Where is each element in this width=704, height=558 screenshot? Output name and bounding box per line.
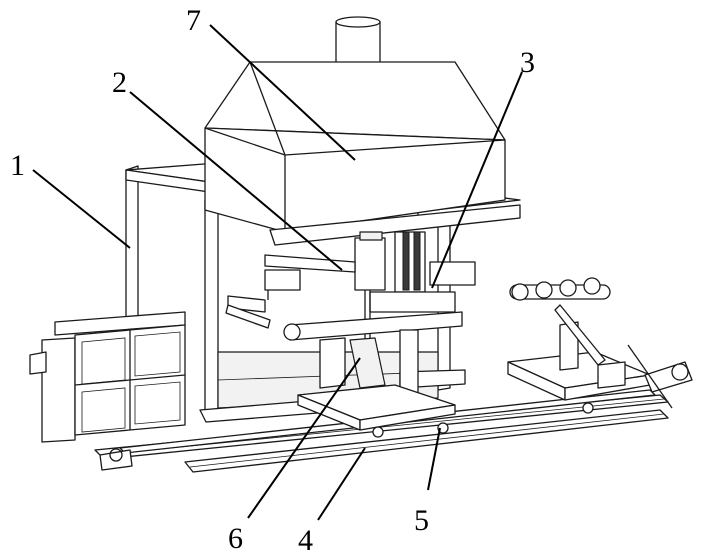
- cart-right: [507, 277, 693, 414]
- callout-7: 7: [186, 4, 201, 37]
- side-arms: [225, 254, 356, 329]
- callout-labels: 1 2 3 4 5 6 7: [10, 4, 535, 557]
- cart-main: [297, 384, 456, 438]
- callout-5: 5: [414, 504, 429, 537]
- rotator: [283, 311, 463, 403]
- callout-6: 6: [228, 522, 243, 555]
- leader-lines: [32, 24, 523, 521]
- callout-3: 3: [520, 46, 535, 79]
- callout-2: 2: [112, 66, 127, 99]
- exhaust-hood: [204, 16, 521, 246]
- callout-4: 4: [298, 524, 313, 557]
- callout-1: 1: [10, 149, 25, 182]
- control-cabinet: [29, 311, 186, 443]
